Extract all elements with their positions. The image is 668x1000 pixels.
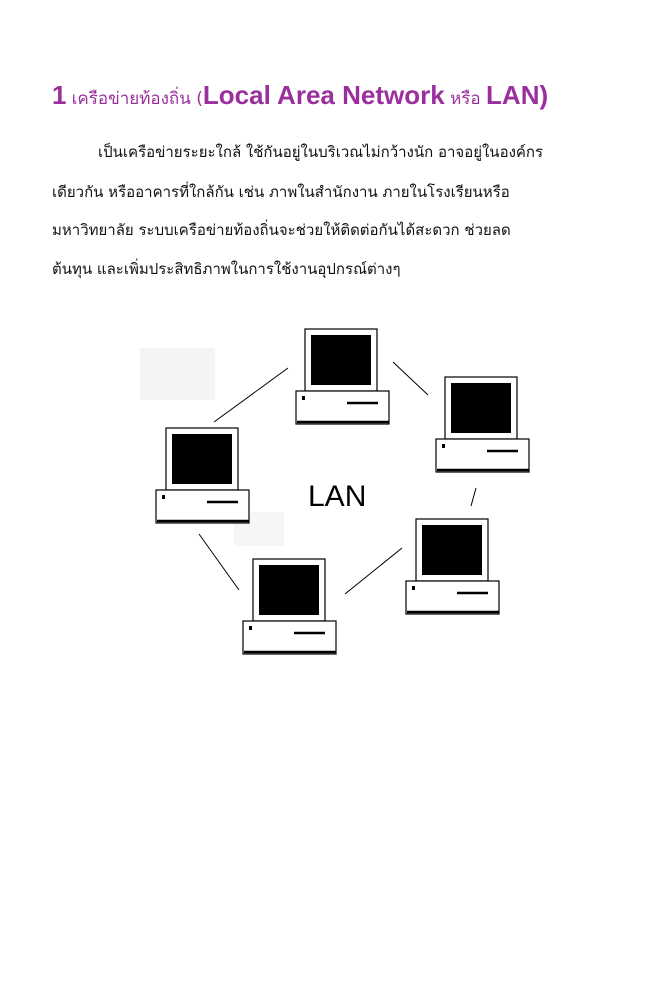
connection-line bbox=[392, 361, 429, 396]
connection-line bbox=[344, 547, 403, 595]
heading-thai-part1: เครือข่ายท้องถิ่น ( bbox=[71, 89, 203, 109]
paragraph-line-2: เดียวกัน หรืออาคารที่ใกล้กัน เช่น ภาพในส… bbox=[52, 183, 510, 201]
paragraph-line-1: เป็นเครือข่ายระยะใกล้ ใช้กันอยู่ในบริเวณ… bbox=[98, 143, 544, 161]
desktop-computer-icon bbox=[242, 558, 337, 655]
paragraph-line-3: มหาวิทยาลัย ระบบเครือข่ายท้องถิ่นจะช่วยใ… bbox=[52, 221, 511, 239]
lan-label: LAN bbox=[308, 480, 366, 513]
connection-line bbox=[198, 533, 240, 591]
faint-patch bbox=[140, 348, 215, 400]
lan-diagram: LAN bbox=[140, 328, 530, 655]
paragraph-line-4: ต้นทุน และเพิ่มประสิทธิภาพในการใช้งานอุป… bbox=[52, 260, 401, 278]
heading-thai-part2: หรือ bbox=[444, 89, 487, 109]
section-number: 1 bbox=[52, 80, 67, 110]
section-heading: 1 เครือข่ายท้องถิ่น (Local Area Network … bbox=[52, 80, 548, 112]
desktop-computer-icon bbox=[435, 376, 530, 473]
heading-latin-part: Local Area Network bbox=[202, 80, 445, 110]
desktop-computer-icon bbox=[405, 518, 500, 615]
connection-line bbox=[213, 367, 289, 423]
connection-lines bbox=[198, 361, 477, 595]
connection-line bbox=[470, 487, 477, 507]
heading-latin-abbr: LAN) bbox=[486, 80, 549, 110]
desktop-computer-icon bbox=[155, 427, 250, 524]
desktop-computer-icon bbox=[295, 328, 390, 425]
